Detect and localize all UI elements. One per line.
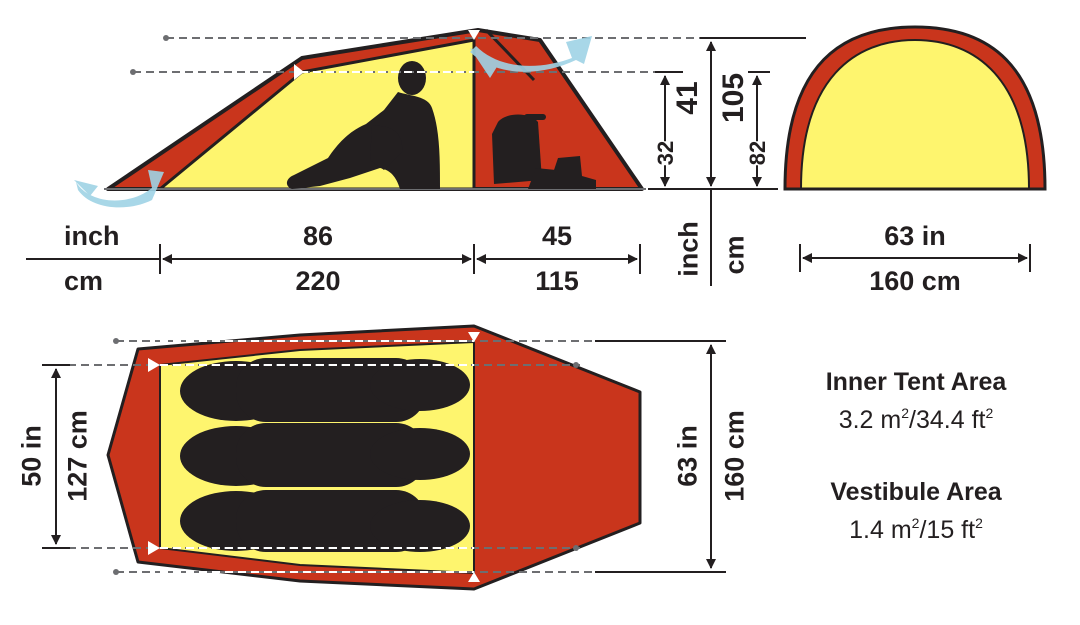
vestibule-area-ft2: /15 ft <box>919 516 976 544</box>
total-width-inch: 63 in <box>672 425 703 487</box>
sleeping-bag-icon <box>180 490 470 552</box>
ventilation-arrow-icon <box>74 36 592 208</box>
boots-icon <box>528 156 596 189</box>
inner-width-inch: 50 in <box>16 425 47 487</box>
superscript: 2 <box>901 405 910 421</box>
inner-height-inch: 32 <box>653 140 679 166</box>
sleeping-bags <box>180 358 470 552</box>
inner-tent-area-value: 3.2 m2/34.4 ft2 <box>786 406 1046 433</box>
inner-tent-area-ft2: /34.4 ft <box>909 406 986 434</box>
superscript: 2 <box>985 405 994 421</box>
inner-height-cm: 82 <box>745 140 771 166</box>
inner-tent-area-title: Inner Tent Area <box>825 368 1007 396</box>
end-width-cm: 160 cm <box>869 266 961 296</box>
inner-width-cm: 127 cm <box>62 410 93 502</box>
end-view <box>783 25 1047 272</box>
vestibule-area-title: Vestibule Area <box>830 478 1002 506</box>
total-height-inch: 41 <box>671 81 704 115</box>
sleeping-bag-icon <box>180 358 470 422</box>
inner-length-inch: 86 <box>302 221 334 251</box>
height-unit-inch: inch <box>673 221 704 277</box>
superscript: 2 <box>911 515 920 531</box>
inner-tent-area-m2: 3.2 m <box>838 406 902 434</box>
superscript: 2 <box>975 515 983 531</box>
total-width-cm: 160 cm <box>719 410 750 502</box>
vestibule-area-value: 1.4 m2/15 ft2 <box>786 516 1046 543</box>
unit-label-cm: cm <box>64 266 104 296</box>
vestibule-area-m2: 1.4 m <box>849 516 912 544</box>
vestibule-length-inch: 45 <box>541 221 573 251</box>
sleeping-bag-icon <box>180 423 470 487</box>
vestibule-length-cm: 115 <box>535 266 579 296</box>
inner-length-cm: 220 <box>295 266 341 296</box>
floor-plan <box>42 324 726 591</box>
height-unit-cm: cm <box>719 235 750 275</box>
person-sitting-icon <box>286 61 440 189</box>
unit-label-inch: inch <box>64 221 120 251</box>
total-height-cm: 105 <box>717 72 750 124</box>
backpack-icon <box>492 114 546 184</box>
end-width-inch: 63 in <box>884 221 946 251</box>
side-view <box>26 28 806 286</box>
